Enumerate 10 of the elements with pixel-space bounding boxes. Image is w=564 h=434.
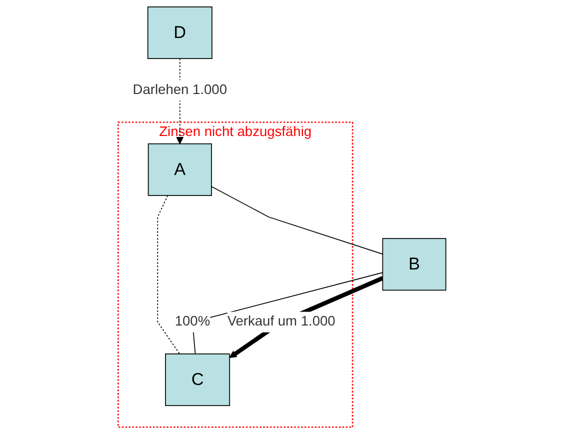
- node-box: A: [148, 143, 212, 196]
- connector: [211, 186, 384, 255]
- connector: [157, 195, 180, 354]
- edge-label: Verkauf um 1.000: [227, 314, 336, 329]
- connector: [192, 272, 384, 354]
- edge-label: 100%: [174, 314, 210, 329]
- node-box: C: [165, 353, 230, 406]
- edge-label: Darlehen 1.000: [132, 82, 227, 98]
- node-box: D: [147, 6, 212, 59]
- node-box: B: [382, 238, 446, 291]
